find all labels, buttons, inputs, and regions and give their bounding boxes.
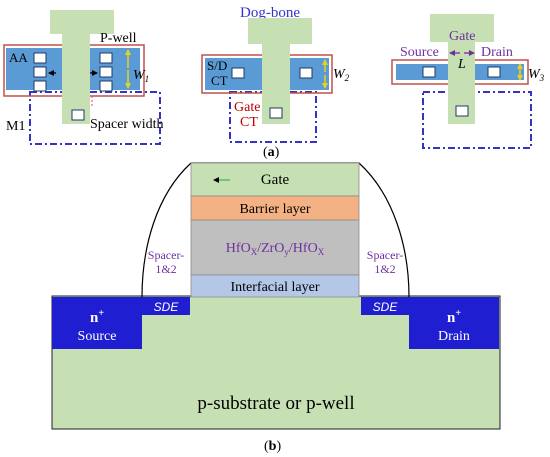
gate-contact-1 bbox=[71, 109, 85, 121]
layout-2: Dog-bone S/D CT W2 Gate CT bbox=[201, 5, 350, 143]
aa-label: AA bbox=[9, 50, 28, 65]
contact-1a bbox=[33, 52, 47, 64]
source-region bbox=[52, 297, 142, 349]
substrate-label: p-substrate or p-well bbox=[197, 393, 354, 414]
m1-dashed-box-1 bbox=[29, 91, 161, 145]
contact-1d bbox=[99, 52, 113, 64]
caption-b: (b) bbox=[264, 439, 281, 454]
dog-bone-label: Dog-bone bbox=[240, 5, 300, 21]
ct-label: CT bbox=[211, 73, 228, 88]
gate-contact-3 bbox=[455, 105, 469, 117]
interfacial-layer bbox=[190, 274, 360, 298]
gate-poly-2 bbox=[248, 18, 312, 124]
drain-n-label: n+ bbox=[447, 308, 461, 326]
gate-poly-3 bbox=[430, 14, 494, 124]
high-k-layer bbox=[190, 219, 360, 276]
gate-layer-label: Gate bbox=[261, 172, 290, 188]
w2-label: W2 bbox=[333, 67, 350, 83]
sde-left-label: SDE bbox=[154, 300, 180, 314]
gate-ct-label-1: Gate bbox=[234, 100, 260, 115]
drain-region bbox=[409, 297, 499, 349]
spacer-left-label-1: Spacer- bbox=[148, 248, 184, 262]
contact-1f bbox=[99, 80, 113, 92]
layout-1: AA P-well W1 M1 Spacer width bbox=[3, 10, 163, 145]
gate-contact-2 bbox=[269, 107, 283, 119]
cross-section: Gate Barrier layer HfOX/ZrOy/HfOX Interf… bbox=[51, 162, 501, 430]
s-d-label: S/D bbox=[207, 58, 227, 73]
high-k-label: HfOX/ZrOy/HfOX bbox=[226, 241, 325, 257]
layout-3: Source Gate Drain L W3 bbox=[391, 14, 545, 149]
m1-dashed-box-2 bbox=[229, 91, 317, 143]
contact-3a bbox=[422, 66, 436, 78]
spacer-width-label: Spacer width bbox=[90, 117, 163, 132]
gate-layer bbox=[190, 162, 360, 197]
sde-right-region bbox=[361, 297, 409, 315]
sde-left-region bbox=[142, 297, 190, 315]
m1-label: M1 bbox=[6, 119, 25, 134]
contact-2a bbox=[231, 67, 245, 79]
source-top-label: Source bbox=[400, 45, 439, 60]
contact-1e bbox=[99, 66, 113, 78]
drain-label: Drain bbox=[438, 329, 470, 344]
sde-right-label: SDE bbox=[373, 300, 399, 314]
contact-1b bbox=[33, 66, 47, 78]
p-well-label: P-well bbox=[100, 31, 137, 46]
contact-2b bbox=[299, 67, 313, 79]
gate-poly-1 bbox=[50, 10, 114, 124]
contact-3b bbox=[487, 66, 501, 78]
source-label: Source bbox=[78, 329, 117, 344]
caption-a: (a) bbox=[263, 145, 280, 160]
m1-dashed-box-3 bbox=[422, 91, 532, 149]
gate-ct-label-2: CT bbox=[240, 115, 258, 130]
l-label: L bbox=[457, 57, 466, 72]
gate-top-label: Gate bbox=[449, 29, 475, 44]
w1-label: W1 bbox=[133, 68, 149, 84]
barrier-layer-label: Barrier layer bbox=[239, 202, 310, 217]
interfacial-layer-label: Interfacial layer bbox=[231, 280, 320, 295]
drain-top-label: Drain bbox=[481, 45, 513, 60]
w3-label: W3 bbox=[528, 67, 545, 83]
contact-1c bbox=[33, 80, 47, 92]
spacer-left-label-2: 1&2 bbox=[155, 262, 176, 276]
source-n-label: n+ bbox=[90, 308, 104, 326]
spacer-right-label-1: Spacer- bbox=[367, 248, 403, 262]
spacer-right-label-2: 1&2 bbox=[374, 262, 395, 276]
